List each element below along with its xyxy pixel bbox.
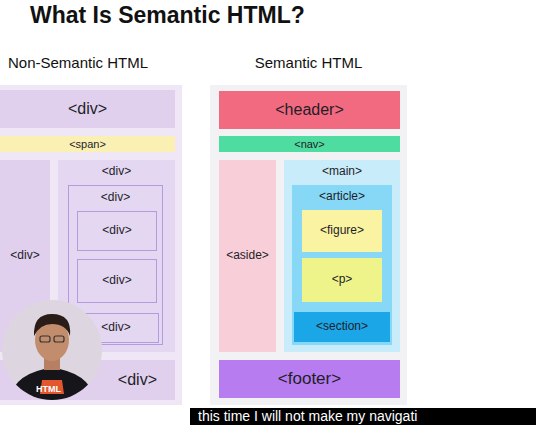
panel-heading: Non-Semantic HTML (8, 54, 148, 71)
div-box: <div> (77, 259, 157, 303)
tag-label: <div> (102, 224, 131, 238)
panel-heading: Semantic HTML (210, 54, 407, 71)
tag-label: <div> (10, 249, 39, 263)
page-panel: Semantic HTML<header><nav><aside><main><… (210, 85, 407, 405)
tag-label: <div> (102, 274, 131, 288)
video-subtitle: this time I will not make my navigati (198, 408, 417, 425)
tag-label: <nav> (294, 138, 325, 151)
p-box: <p> (302, 258, 382, 302)
tag-label: <header> (275, 101, 344, 119)
footer-box: <footer> (219, 360, 400, 398)
tag-label: <div> (101, 321, 130, 335)
aside-box: <aside> (219, 160, 276, 352)
tag-label: <div> (102, 165, 131, 179)
nav-bar: <nav> (219, 136, 400, 152)
div-box: <div> (77, 211, 157, 251)
section-box: <section> (294, 312, 390, 342)
tag-label: <div> (118, 371, 157, 389)
tag-label: <aside> (226, 249, 269, 263)
main-box: <main> <article> <figure> <p> <section> (284, 160, 400, 352)
subtitle-band: this time I will not make my navigati (190, 408, 536, 425)
tag-label: <span> (69, 138, 106, 151)
slide-title: What Is Semantic HTML? (30, 1, 305, 29)
figure-box: <figure> (302, 210, 382, 252)
shirt-print: HTML (36, 384, 61, 394)
tag-label: <div> (101, 191, 130, 205)
tag-label: <footer> (278, 369, 341, 389)
tag-label: <div> (68, 100, 107, 118)
tag-label: <main> (322, 165, 362, 179)
span-bar: <span> (0, 136, 175, 152)
tag-label: <section> (316, 320, 368, 334)
header-box: <header> (219, 91, 400, 129)
div-box: <div> (0, 90, 175, 128)
article-box: <article> <figure> <p> <section> (292, 185, 392, 345)
tag-label: <article> (319, 190, 365, 204)
tag-label: <p> (332, 273, 353, 287)
tag-label: <figure> (320, 224, 364, 238)
